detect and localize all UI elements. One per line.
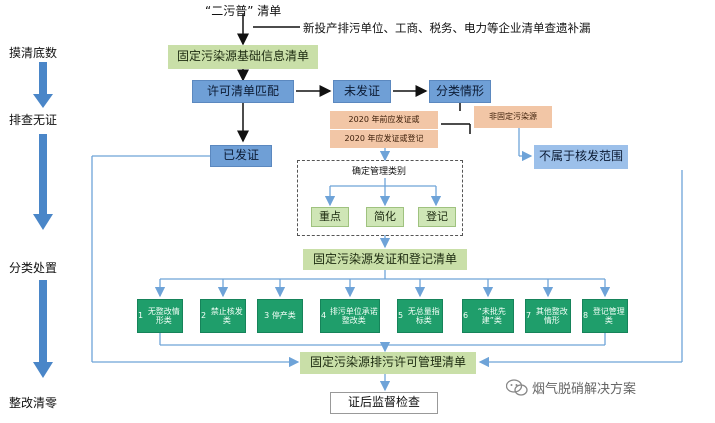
category-box-3: 3 停产类 xyxy=(257,299,303,333)
permit-management-list-box: 固定污染源排污许可管理清单 xyxy=(300,352,476,374)
due-2020-box-a: 2020 年前应发证或 xyxy=(330,111,438,129)
stage-arrows xyxy=(33,62,53,378)
due-2020-box-b: 2020 年应发证或登记 xyxy=(330,130,438,148)
out-of-scope-box: 不属于核发范围 xyxy=(534,145,628,169)
issued-box: 已发证 xyxy=(210,145,272,167)
stage-label-screen: 排查无证 xyxy=(9,113,58,127)
watermark-text: 烟气脱硝解决方案 xyxy=(532,382,637,397)
simplified-box: 简化 xyxy=(366,207,404,227)
stage-label-survey: 摸清底数 xyxy=(9,46,58,60)
supplement-text: 新投产排污单位、工商、税务、电力等企业清单查遗补漏 xyxy=(303,21,591,35)
survey-list-label: “二污普” 清单 xyxy=(205,4,282,18)
wechat-icon xyxy=(506,378,528,396)
category-box-4: 4 排污单位承诺整改类 xyxy=(320,299,380,333)
management-category-group xyxy=(297,160,463,236)
category-box-5: 5 无总量指标类 xyxy=(397,299,443,333)
management-category-title: 确定管理类别 xyxy=(352,167,407,177)
not-issued-box: 未发证 xyxy=(333,80,391,103)
category-box-7: 7 其他整改情形 xyxy=(525,299,571,333)
category-box-6: 6 “未批先建”类 xyxy=(462,299,514,333)
category-box-2: 2 禁止核发类 xyxy=(200,299,246,333)
register-box: 登记 xyxy=(418,207,456,227)
classify-box: 分类情形 xyxy=(429,80,491,103)
category-box-1: 1 无整改情形类 xyxy=(137,299,183,333)
basic-info-list-box: 固定污染源基础信息清单 xyxy=(168,45,318,69)
watermark: 烟气脱硝解决方案 xyxy=(506,378,636,397)
license-match-box: 许可清单匹配 xyxy=(192,80,294,103)
issue-register-list-box: 固定污染源发证和登记清单 xyxy=(303,249,467,270)
non-fixed-source-box: 非固定污染源 xyxy=(474,106,552,128)
category-box-8: 8 登记管理类 xyxy=(582,299,628,333)
key-box: 重点 xyxy=(311,207,349,227)
post-inspection-box: 证后监督检查 xyxy=(330,392,438,414)
stage-label-dispose: 分类处置 xyxy=(9,261,58,275)
stage-label-rectify: 整改清零 xyxy=(9,396,58,410)
